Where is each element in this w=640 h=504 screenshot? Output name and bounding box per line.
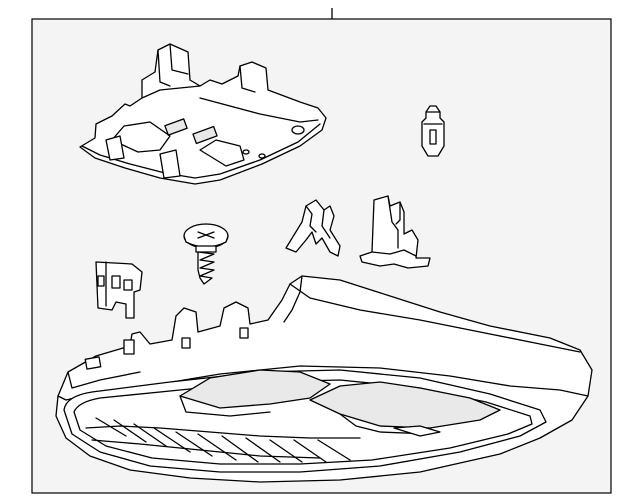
clip-left: [285, 199, 341, 257]
upper-housing-bracket: [79, 43, 327, 185]
clip-right: [359, 195, 431, 269]
overhead-console-lamp-assembly: [55, 275, 593, 483]
screw: [183, 223, 229, 285]
bulb: [421, 105, 445, 157]
retainer-clip: [95, 261, 143, 319]
